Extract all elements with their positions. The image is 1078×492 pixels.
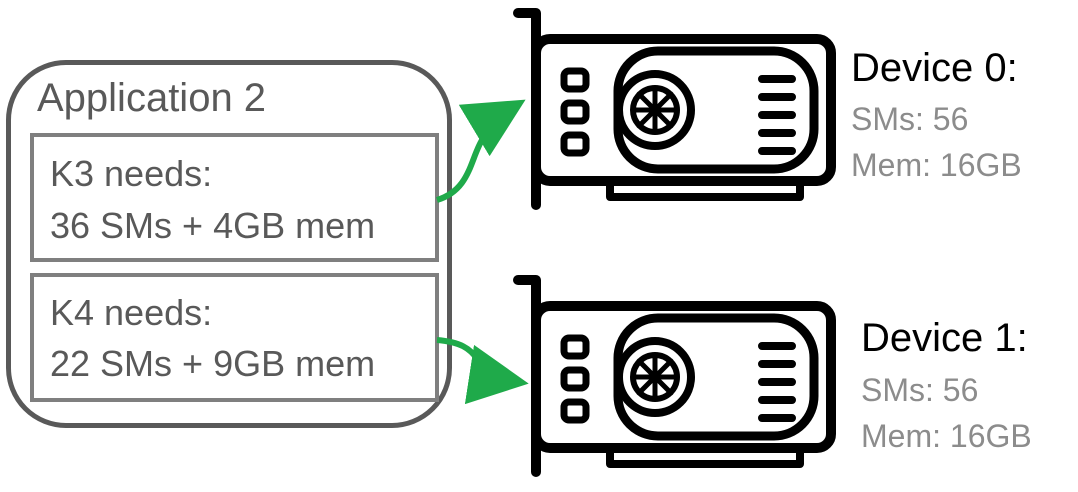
application-title: Application 2 xyxy=(37,76,267,120)
kernel-box-k4 xyxy=(30,273,439,402)
device-1-sms: SMs: 56 xyxy=(861,372,979,408)
device-0-title: Device 0: xyxy=(851,46,1018,90)
kernel-k4-requirements: 22 SMs + 9GB mem xyxy=(50,343,376,384)
kernel-k4-label: K4 needs: xyxy=(50,292,213,333)
kernel-k3-requirements: 36 SMs + 4GB mem xyxy=(50,205,376,246)
gpu-card-icon xyxy=(513,8,836,210)
gpu-card-icon xyxy=(513,275,836,477)
device-0-mem: Mem: 16GB xyxy=(851,147,1022,183)
arrow-icon xyxy=(436,337,529,405)
device-1-title: Device 1: xyxy=(861,316,1028,360)
application-box xyxy=(6,60,452,428)
kernel-k3-label: K3 needs: xyxy=(50,153,213,194)
device-0-sms: SMs: 56 xyxy=(851,101,969,137)
arrow-icon xyxy=(435,99,526,203)
device-1-mem: Mem: 16GB xyxy=(861,418,1032,454)
